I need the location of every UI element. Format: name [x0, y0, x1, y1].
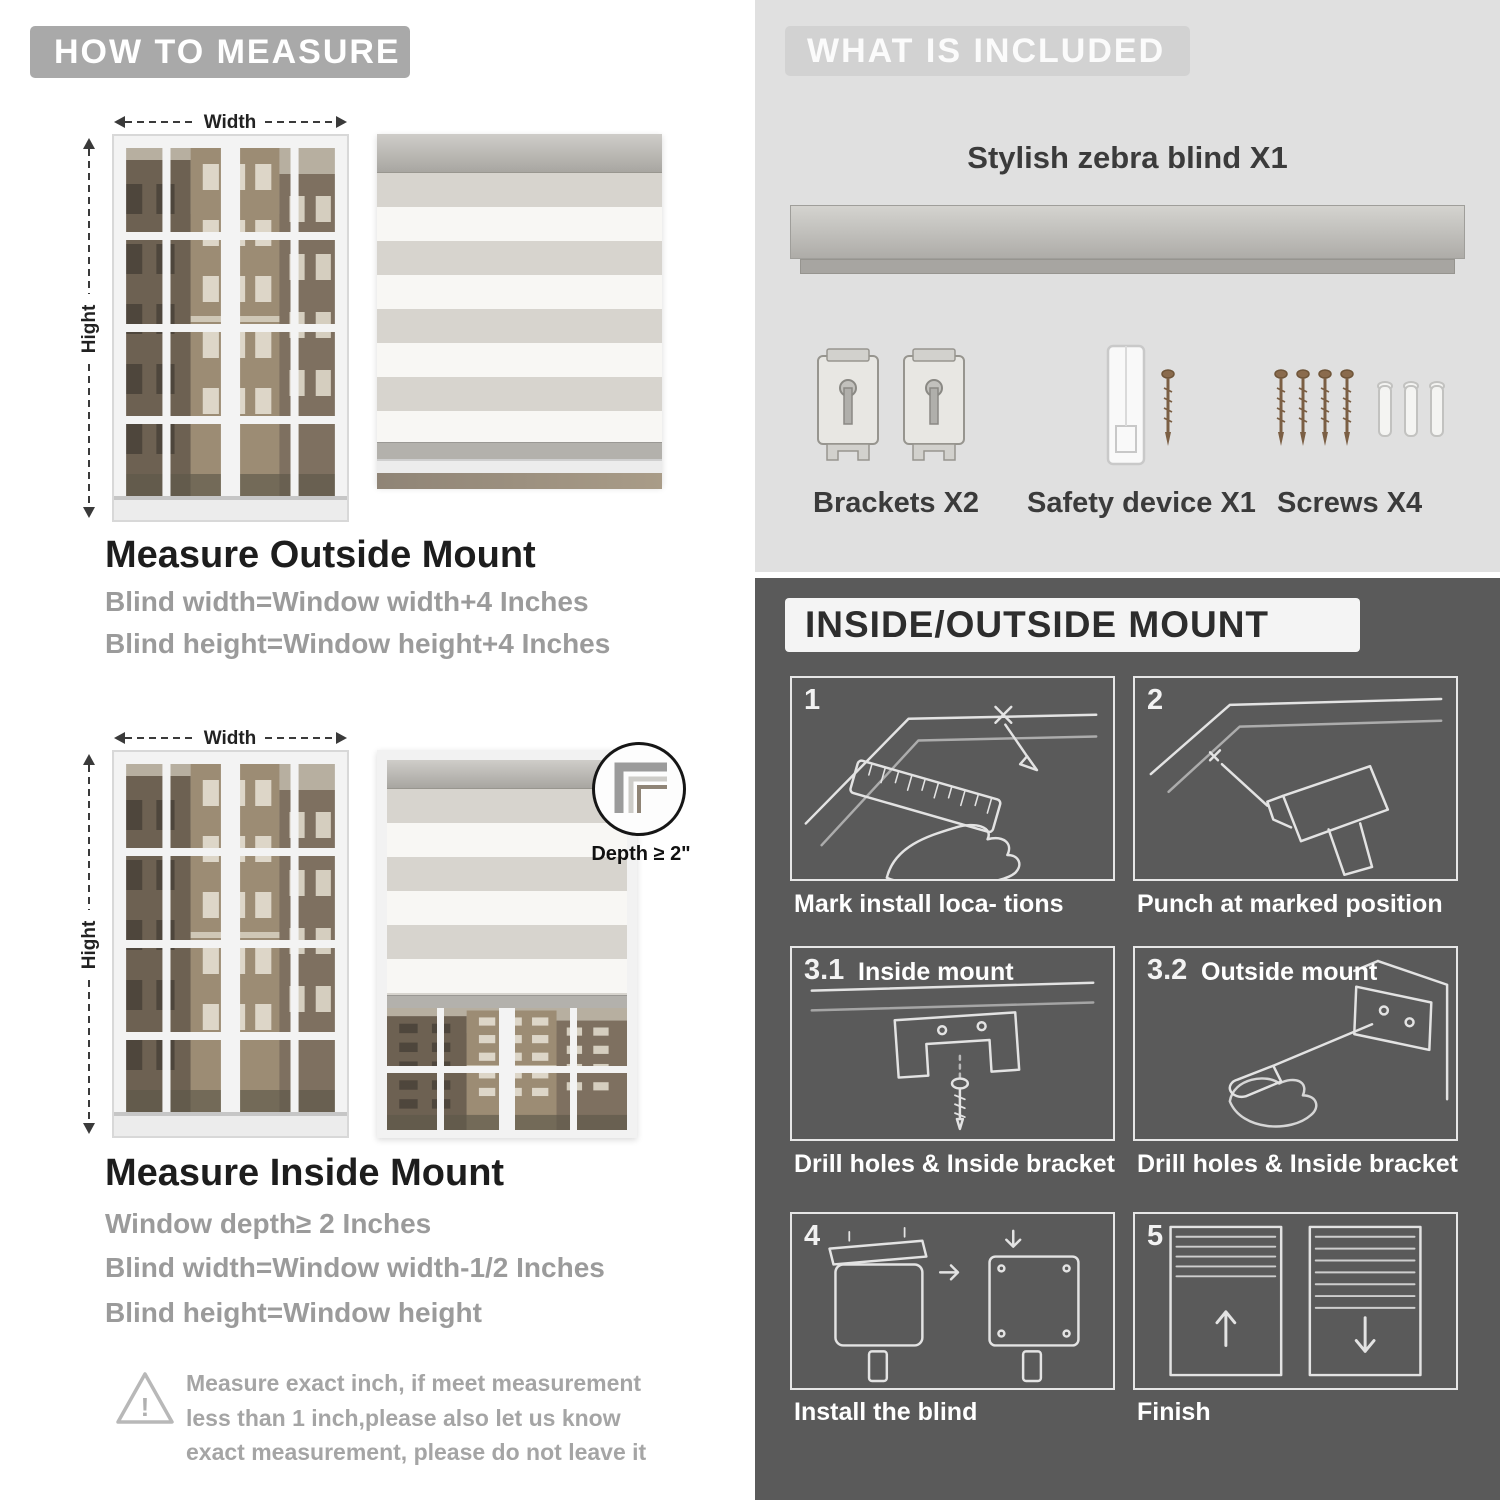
outside-mount-line-2: Blind height=Window height+4 Inches — [105, 628, 611, 659]
step-1-number: 1 — [804, 684, 821, 716]
finish-icon — [1169, 1225, 1422, 1377]
blind-stripes — [377, 173, 662, 442]
inside-blind-stripes — [387, 789, 627, 995]
safety-device-label: Safety device X1 — [1027, 487, 1256, 519]
safety-device-icon — [1106, 344, 1176, 466]
step-3-2-number: 3.2 — [1147, 954, 1188, 986]
step-5-box: 5 — [1133, 1212, 1458, 1390]
inside-mount-line-3: Blind height=Window height — [105, 1297, 482, 1328]
step-3-1-box: 3.1 Inside mount — [790, 946, 1115, 1141]
step-2-box: 2 — [1133, 676, 1458, 881]
width-label-outside: Width — [204, 112, 257, 133]
mount-guide-header: INSIDE/OUTSIDE MOUNT — [785, 598, 1360, 652]
window-lower-panes — [387, 1008, 627, 1130]
warning-triangle-icon: ! — [116, 1372, 174, 1424]
outside-mount-line-1: Blind width=Window width+4 Inches — [105, 586, 589, 617]
inside-blind-headrail — [387, 760, 627, 789]
window-sill — [377, 459, 662, 473]
width-arrow-outside: Width — [114, 112, 347, 133]
step-3-1-number: 3.1 — [804, 954, 845, 986]
blind-bottom-rail — [377, 442, 662, 459]
depth-requirement-label: Depth ≥ 2" — [591, 843, 691, 865]
what-is-included-header: WHAT IS INCLUDED — [785, 26, 1190, 76]
inside-bracket-icon — [810, 981, 1095, 1131]
height-label-outside: Hight — [79, 304, 100, 353]
step-3-1-caption: Drill holes & Inside bracket — [794, 1150, 1115, 1178]
inside-mount-line-1: Window depth≥ 2 Inches — [105, 1208, 432, 1239]
step-4-box: 4 — [790, 1212, 1115, 1390]
install-blind-icon — [828, 1227, 1080, 1383]
what-is-included-panel: WHAT IS INCLUDED Stylish zebra blind X1 — [755, 0, 1500, 572]
how-to-measure-header: HOW TO MEASURE — [30, 26, 410, 78]
blind-headrail — [377, 134, 662, 173]
step-4-caption: Install the blind — [794, 1398, 978, 1426]
window-photo-inside — [112, 750, 349, 1138]
inside-mount-heading: Measure Inside Mount — [105, 1152, 505, 1194]
height-arrow-outside: Hight — [79, 138, 100, 518]
step-1-caption: Mark install loca- tions — [794, 890, 1064, 918]
step-3-1-title: Inside mount — [858, 958, 1014, 986]
zebra-blind-cassette — [790, 205, 1465, 259]
inside-mount-line-2: Blind width=Window width-1/2 Inches — [105, 1252, 605, 1283]
zebra-blind-label: Stylish zebra blind X1 — [967, 140, 1288, 175]
width-arrow-inside: Width — [114, 728, 347, 749]
mount-guide-panel: INSIDE/OUTSIDE MOUNT 1 Mark install loca… — [755, 578, 1500, 1500]
brackets-icon — [817, 348, 965, 461]
window-photo-outside — [112, 134, 349, 522]
step-5-number: 5 — [1147, 1220, 1164, 1252]
width-label-inside: Width — [204, 728, 257, 749]
step-2-caption: Punch at marked position — [1137, 890, 1443, 918]
height-label-inside: Hight — [79, 920, 100, 969]
height-arrow-inside: Hight — [79, 754, 100, 1134]
window-with-inside-blind — [377, 750, 637, 1138]
mark-location-icon — [804, 705, 1098, 879]
outside-bracket-icon — [1228, 959, 1449, 1128]
warning-exclamation: ! — [141, 1392, 150, 1422]
step-1-box: 1 — [790, 676, 1115, 881]
inside-blind-bottom-rail — [387, 995, 627, 1008]
window-corner-zoom-icon — [614, 762, 667, 813]
drill-icon — [1149, 697, 1443, 877]
step-3-2-box: 3.2 Outside mount — [1133, 946, 1458, 1141]
measurement-warning-text: Measure exact inch, if meet measurement … — [186, 1370, 647, 1465]
step-3-2-caption: Drill holes & Inside bracket — [1137, 1150, 1458, 1178]
zebra-blind-outside — [377, 134, 662, 489]
depth-callout-circle — [592, 742, 686, 836]
screws-icon — [1273, 368, 1445, 448]
step-4-number: 4 — [804, 1220, 821, 1252]
zebra-blind-cassette-lip — [800, 259, 1455, 274]
step-2-number: 2 — [1147, 684, 1164, 716]
screws-label: Screws X4 — [1277, 487, 1423, 519]
window-photo-strip — [377, 473, 662, 489]
step-5-caption: Finish — [1137, 1398, 1211, 1426]
step-3-2-title: Outside mount — [1201, 958, 1378, 986]
brackets-label: Brackets X2 — [813, 487, 980, 519]
outside-mount-heading: Measure Outside Mount — [105, 534, 536, 576]
